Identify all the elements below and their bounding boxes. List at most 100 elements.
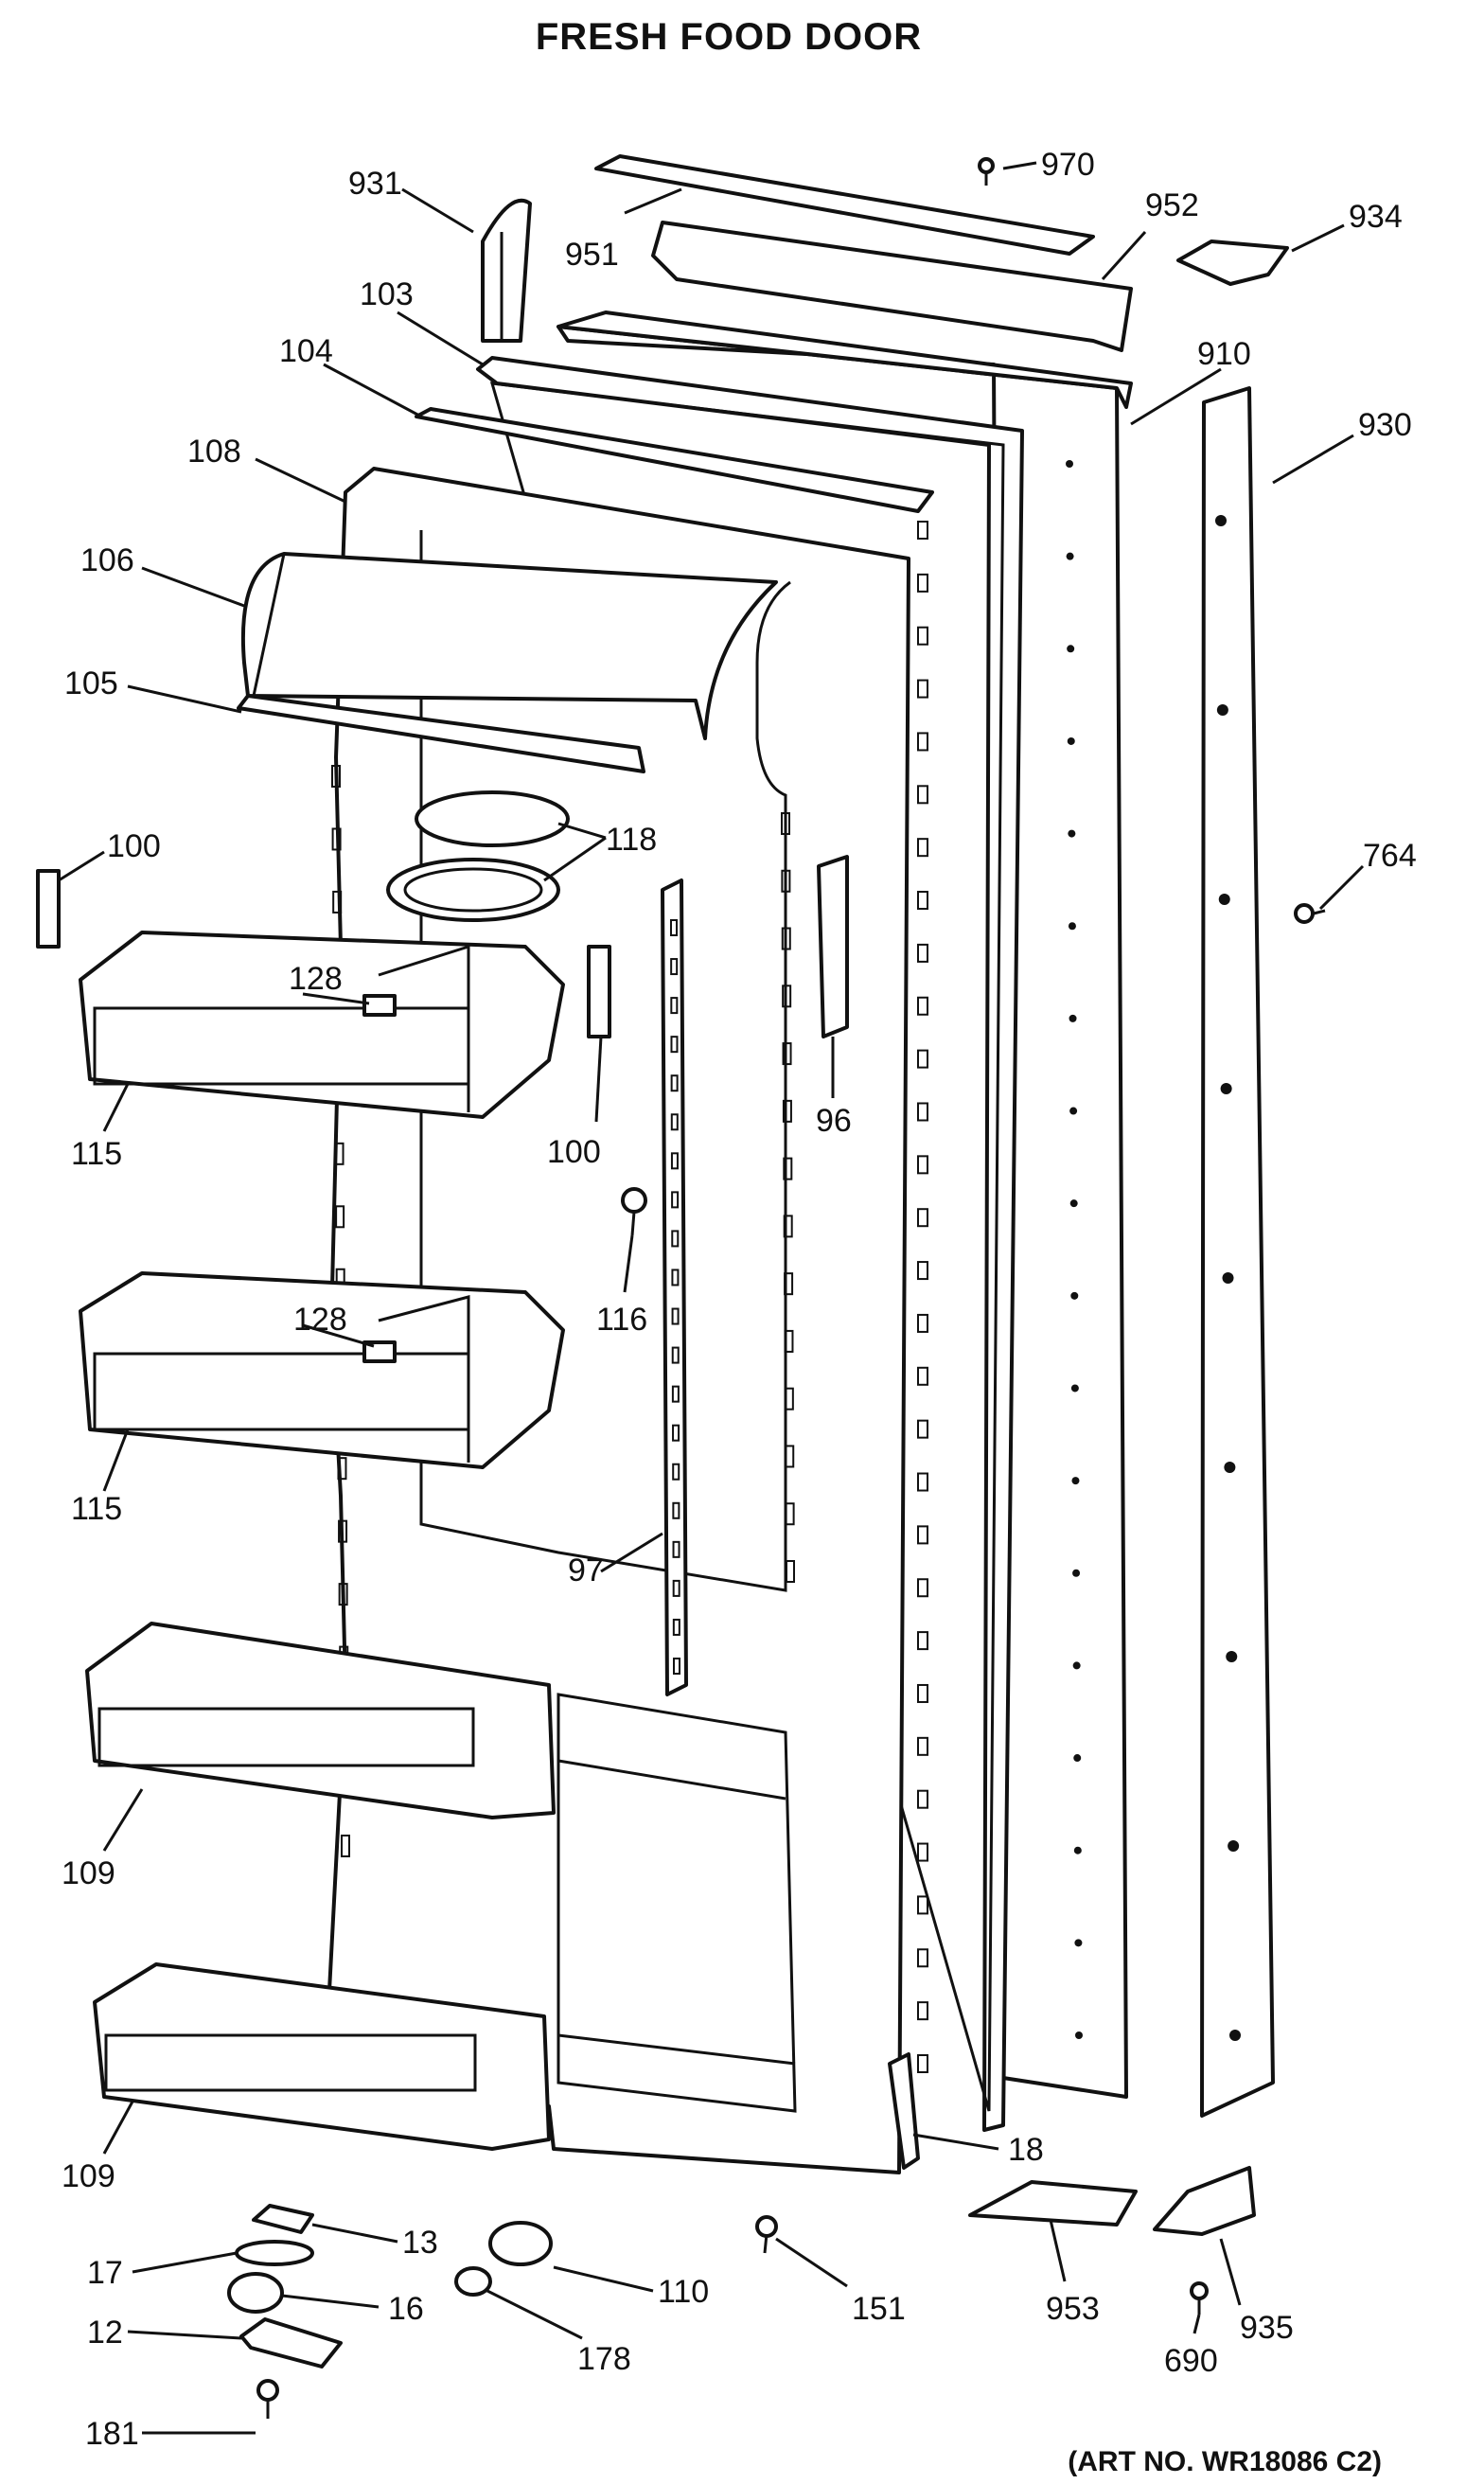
part-dairy-door — [240, 552, 778, 740]
callout-100-right: 100 — [547, 1134, 601, 1170]
liner-slot — [784, 1272, 794, 1296]
liner-slot — [785, 1502, 795, 1526]
part-bushing-178 — [454, 2266, 492, 2297]
gasket-slot — [917, 679, 928, 699]
callout-108: 108 — [187, 434, 241, 470]
trim-hole — [1228, 1840, 1240, 1852]
gasket-slot — [917, 732, 928, 752]
callout-103: 103 — [360, 276, 414, 312]
part-shelf-rail-97 — [661, 878, 688, 1696]
part-screw-151 — [755, 2215, 778, 2254]
gasket-slot — [917, 1313, 928, 1333]
panel-hole — [1069, 1014, 1077, 1022]
liner-slot — [331, 827, 342, 851]
part-shelf-support-96 — [817, 855, 849, 1038]
part-screw-970 — [978, 157, 995, 186]
liner-slot — [331, 765, 341, 788]
callout-690: 690 — [1164, 2343, 1218, 2379]
panel-hole — [1070, 1291, 1079, 1300]
panel-hole — [1072, 1661, 1081, 1670]
part-butter-dish — [386, 790, 570, 922]
panel-hole — [1067, 736, 1075, 745]
rail-slot — [671, 1230, 680, 1248]
liner-slot — [783, 1215, 793, 1238]
gasket-slot — [917, 996, 928, 1016]
trim-hole — [1220, 1083, 1232, 1094]
gasket-slot — [917, 785, 928, 805]
liner-slot — [782, 1099, 792, 1123]
callout-115-upper: 115 — [71, 1136, 122, 1172]
panel-hole — [1066, 552, 1074, 560]
callout-17: 17 — [87, 2255, 123, 2291]
callout-951: 951 — [565, 237, 619, 273]
part-top-breaker-strip — [415, 407, 934, 513]
callout-178: 178 — [577, 2341, 631, 2377]
part-screw-764 — [1294, 903, 1326, 924]
callout-910: 910 — [1197, 336, 1251, 372]
callout-116: 116 — [596, 1302, 647, 1338]
callout-13: 13 — [402, 2225, 438, 2261]
callout-96: 96 — [816, 1103, 852, 1139]
callout-110: 110 — [658, 2274, 709, 2310]
gasket-slot — [917, 1102, 928, 1122]
callout-128-upper: 128 — [289, 961, 343, 997]
gasket-slot — [917, 1948, 928, 1968]
part-door-bin-middle — [79, 1271, 565, 1469]
callout-109-lower: 109 — [62, 2158, 115, 2194]
panel-hole — [1074, 1939, 1083, 1947]
rail-slot — [672, 1463, 680, 1481]
gasket-slot — [917, 521, 928, 540]
part-hinge-cover — [1176, 240, 1289, 286]
leader-lines — [58, 161, 1365, 2435]
diagram-title: FRESH FOOD DOOR — [536, 16, 922, 58]
rail-slot — [672, 1424, 680, 1442]
gasket-slot — [917, 838, 928, 858]
part-cam-110 — [488, 2221, 553, 2266]
panel-hole — [1066, 460, 1073, 468]
callout-105: 105 — [64, 665, 118, 701]
panel-hole — [1070, 1384, 1079, 1393]
gasket-slot — [917, 1683, 928, 1703]
panel-hole — [1068, 922, 1076, 931]
gasket-slot — [917, 2001, 928, 2021]
gasket-slot — [917, 1789, 928, 1809]
panel-hole — [1071, 1477, 1080, 1485]
gasket-slot — [917, 2054, 928, 2073]
panel-hole — [1073, 1754, 1082, 1763]
trim-hole — [1222, 1272, 1234, 1284]
panel-hole — [1073, 1846, 1082, 1854]
callout-764: 764 — [1363, 838, 1417, 874]
gasket-slot — [917, 943, 928, 963]
rail-slot — [670, 997, 679, 1015]
liner-slot — [337, 1457, 347, 1481]
callout-16: 16 — [388, 2291, 424, 2327]
callout-181: 181 — [85, 2416, 139, 2452]
callout-970: 970 — [1041, 147, 1095, 183]
callout-104: 104 — [279, 333, 333, 369]
gasket-slot — [917, 1842, 928, 1862]
gasket-slot — [917, 1155, 928, 1175]
gasket-slot — [917, 1472, 928, 1492]
part-handle-trim — [1200, 386, 1275, 2118]
liner-slot — [786, 1560, 795, 1583]
liner-slot — [782, 1042, 792, 1066]
gasket-slot — [917, 1208, 928, 1228]
rail-slot — [671, 1307, 680, 1325]
gasket-slot — [917, 1525, 928, 1545]
panel-hole — [1075, 2032, 1083, 2039]
gasket-slot — [917, 1419, 928, 1439]
gasket-slot — [917, 626, 928, 646]
part-door-bin-lower-2 — [93, 1962, 551, 2151]
rail-slot — [670, 919, 678, 936]
callout-100-left: 100 — [107, 828, 161, 864]
trim-hole — [1215, 515, 1227, 526]
part-hinge-12 — [239, 2317, 343, 2369]
trim-hole — [1224, 1462, 1236, 1473]
callout-115-middle: 115 — [71, 1491, 122, 1527]
callout-118: 118 — [606, 822, 657, 858]
trim-hole — [1226, 1651, 1238, 1662]
callout-151: 151 — [852, 2291, 906, 2327]
part-top-hinge-strip — [481, 198, 532, 343]
rail-slot — [670, 1074, 679, 1092]
callout-12: 12 — [87, 2315, 123, 2351]
